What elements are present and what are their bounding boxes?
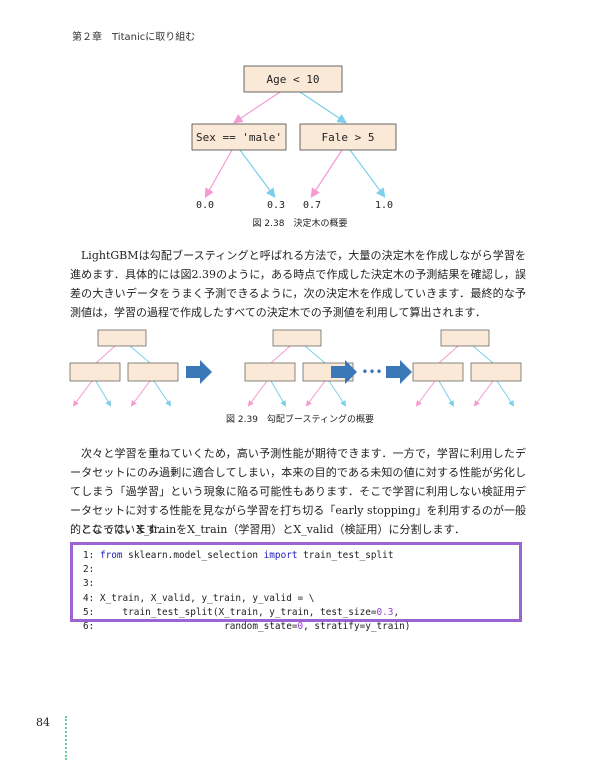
code-line-2: 2: xyxy=(83,564,95,576)
paragraph-2: 次々と学習を重ねていくため，高い予測性能が期待できます．一方で，学習に利用したデ… xyxy=(70,444,526,539)
leaf-value: 1.0 xyxy=(375,200,393,211)
right-node xyxy=(299,123,397,151)
paragraph-3-text: ここでは，X_trainをX_train（学習用）とX_valid（検証用）に分… xyxy=(81,523,466,536)
left-node xyxy=(191,123,287,151)
edge-right-leaf2 xyxy=(349,149,386,198)
page-number: 84 xyxy=(36,716,50,729)
gradient-boosting-figure: ••• xyxy=(69,329,522,407)
edge-left-leaf1 xyxy=(204,149,233,199)
paragraph-2-text: 次々と学習を重ねていくため，高い予測性能が期待できます．一方で，学習に利用したデ… xyxy=(70,447,526,536)
arrow-right-icon xyxy=(186,360,212,384)
left-node-label: Sex == 'male' xyxy=(196,131,282,144)
edge-root-right xyxy=(299,91,347,124)
leaf-value: 0.7 xyxy=(303,200,321,211)
code-line-5: 5: train_test_split(X_train, y_train, te… xyxy=(83,606,400,618)
edge-root-left xyxy=(233,91,281,124)
figure-238-caption: 図 2.38 決定木の概要 xyxy=(252,219,348,229)
mini-tree-3 xyxy=(412,329,522,407)
decision-tree-figure: Age < 10 Sex == 'male' Fale > 5 0.0 0.3 … xyxy=(191,65,397,211)
code-line-1: 1: from sklearn.model_selection import t… xyxy=(83,550,394,561)
figure-239-caption: 図 2.39 勾配ブースティングの概要 xyxy=(226,415,374,425)
root-node xyxy=(243,65,343,93)
edge-left-leaf2 xyxy=(239,149,276,198)
mini-tree-1 xyxy=(69,329,179,407)
leaf-value: 0.0 xyxy=(196,200,214,211)
paragraph-1: LightGBMは勾配ブースティングと呼ばれる方法で，大量の決定木を作成しながら… xyxy=(70,246,526,322)
edge-right-leaf1 xyxy=(310,149,343,199)
arrow-right-icon xyxy=(386,360,412,384)
arrow-right-icon xyxy=(331,360,357,384)
ellipsis-text: ••• xyxy=(361,365,382,379)
right-node-label: Fale > 5 xyxy=(322,131,375,144)
chapter-header: 第２章 Titanicに取り組む xyxy=(72,32,196,43)
code-line-4: 4: X_train, X_valid, y_train, y_valid = … xyxy=(83,592,315,604)
code-line-3: 3: xyxy=(83,578,95,590)
code-line-6: 6: random_state=0, stratify=y_train) xyxy=(83,621,411,633)
paragraph-1-text: LightGBMは勾配ブースティングと呼ばれる方法で，大量の決定木を作成しながら… xyxy=(70,249,526,319)
leaf-value: 0.3 xyxy=(267,200,285,211)
paragraph-3: ここでは，X_trainをX_train（学習用）とX_valid（検証用）に分… xyxy=(70,520,526,539)
page-margin-rule xyxy=(65,716,67,760)
code-block: 1: from sklearn.model_selection import t… xyxy=(70,542,522,632)
root-node-label: Age < 10 xyxy=(267,73,320,86)
